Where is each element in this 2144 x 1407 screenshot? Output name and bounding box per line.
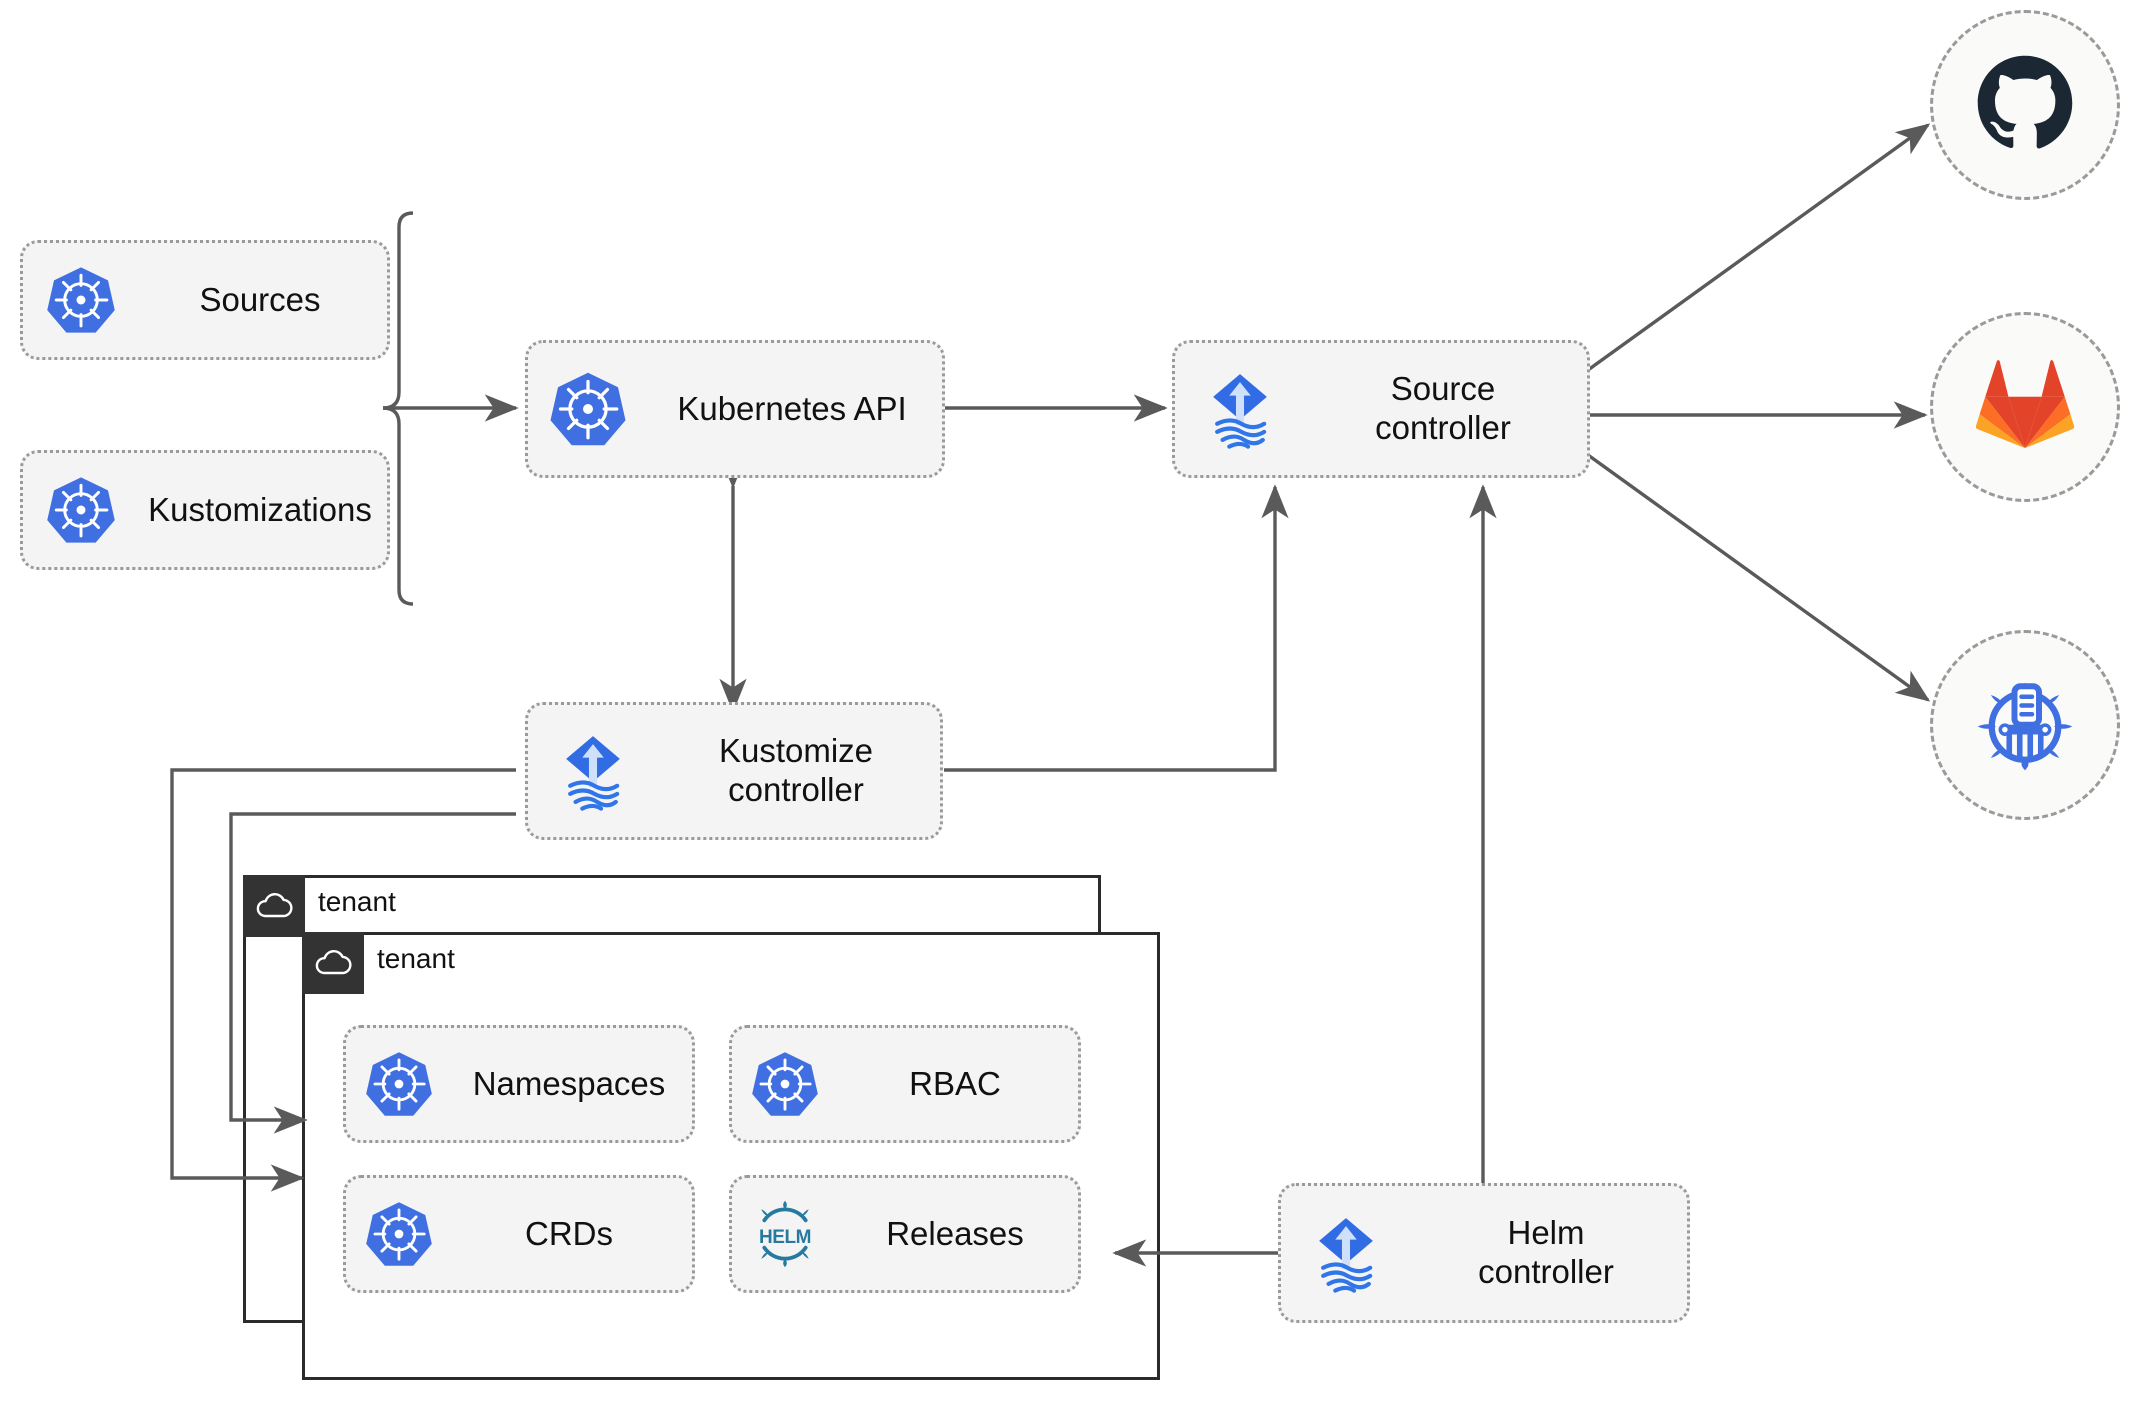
wire-source-to-helmrepo [1587, 453, 1931, 702]
node-label: RBAC [909, 1064, 1001, 1102]
tenant-inner[interactable]: tenant Namespaces [302, 932, 1160, 1380]
node-label: Releases [886, 1214, 1024, 1252]
node-source-controller[interactable]: Source controller [1172, 340, 1590, 478]
node-label: CRDs [525, 1214, 613, 1252]
svg-text:HELM: HELM [759, 1227, 811, 1248]
node-helm-controller[interactable]: Helm controller [1278, 1183, 1690, 1323]
kubernetes-icon [23, 264, 139, 336]
node-releases[interactable]: HELM Releases [729, 1175, 1081, 1293]
helm-icon: HELM [732, 1196, 838, 1272]
kubernetes-icon [346, 1049, 452, 1119]
cloud-icon [243, 875, 305, 937]
node-sources[interactable]: Sources [20, 240, 390, 360]
provider-github[interactable] [1930, 10, 2120, 200]
node-kubernetes-api[interactable]: Kubernetes API [525, 340, 945, 478]
kubernetes-icon [23, 474, 139, 546]
helm-repository-icon [1969, 667, 2081, 784]
flux-icon [1175, 366, 1305, 452]
tenant-label: tenant [377, 943, 455, 974]
tenant-label: tenant [318, 886, 396, 917]
flux-icon [528, 728, 658, 814]
kubernetes-icon [346, 1199, 452, 1269]
node-label: Sources [199, 280, 321, 318]
node-label: Kustomize controller [718, 732, 874, 808]
node-label: Namespaces [472, 1064, 666, 1102]
flux-icon [1281, 1210, 1411, 1296]
wire-kustomize-to-source [944, 484, 1289, 772]
node-crds[interactable]: CRDs [343, 1175, 695, 1293]
node-kustomize-controller[interactable]: Kustomize controller [525, 702, 943, 840]
node-namespaces[interactable]: Namespaces [343, 1025, 695, 1143]
cloud-icon [302, 932, 364, 994]
gitlab-icon [1972, 355, 2078, 460]
node-rbac[interactable]: RBAC [729, 1025, 1081, 1143]
node-label: Kustomizations [148, 490, 372, 528]
github-icon [1971, 49, 2079, 162]
provider-gitlab[interactable] [1930, 312, 2120, 502]
node-label: Kubernetes API [677, 389, 907, 427]
provider-helm-repository[interactable] [1930, 630, 2120, 820]
node-label: Source controller [1375, 370, 1511, 446]
kubernetes-icon [732, 1049, 838, 1119]
wire-source-to-github [1587, 123, 1931, 372]
kubernetes-icon [528, 369, 648, 449]
node-kustomizations[interactable]: Kustomizations [20, 450, 390, 570]
node-label: Helm controller [1478, 1214, 1614, 1290]
